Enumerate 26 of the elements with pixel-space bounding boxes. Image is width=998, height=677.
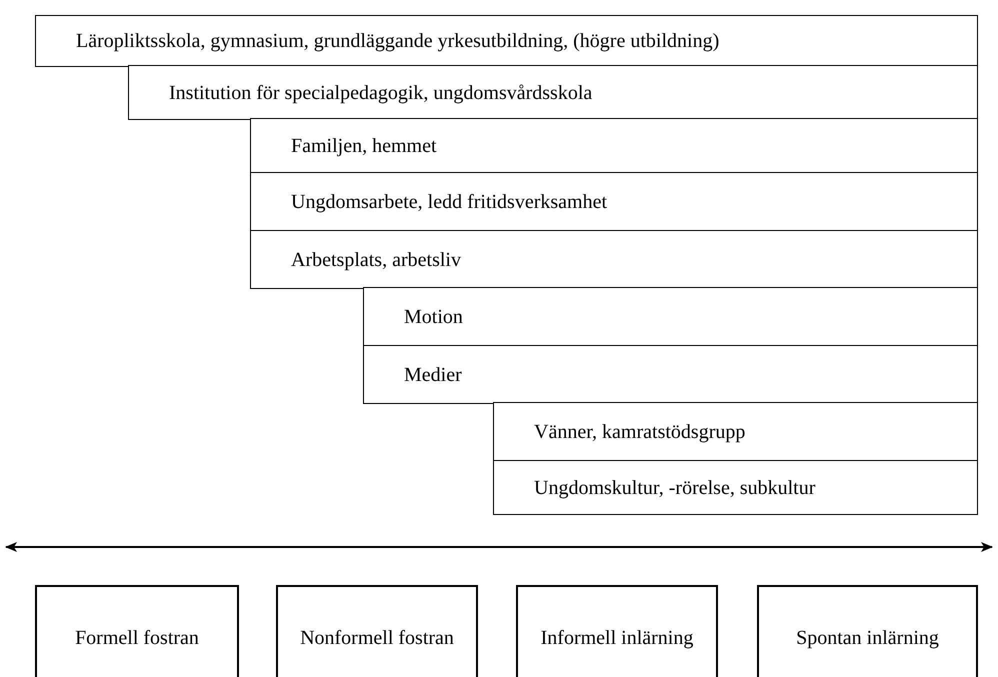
- category-label: Spontan inlärning: [796, 626, 939, 651]
- setting-band: [363, 287, 978, 347]
- setting-band: [250, 230, 978, 289]
- band-label: Familjen, hemmet: [291, 134, 437, 159]
- category-box: [757, 585, 978, 677]
- band-label: Institution för specialpedagogik, ungdomsvårdsskola: [169, 80, 592, 106]
- setting-band: [250, 118, 978, 174]
- band-label: Ungdomsarbete, ledd fritidsverksamhet: [291, 190, 608, 215]
- setting-band: [363, 345, 978, 404]
- category-label: Formell fostran: [75, 626, 199, 651]
- band-label: Motion: [404, 305, 463, 330]
- category-label: Informell inlärning: [540, 626, 694, 651]
- setting-band: [35, 15, 978, 67]
- category-label: Nonformell fostran: [300, 626, 454, 651]
- band-label: Läropliktsskola, gymnasium, grundläggande yrkesutbildning, (högre utbildning): [76, 29, 720, 54]
- category-box: [35, 585, 239, 677]
- category-box: [516, 585, 718, 677]
- category-box: [276, 585, 478, 677]
- band-label: Arbetsplats, arbetsliv: [291, 248, 461, 272]
- band-label: Ungdomskultur, -rörelse, subkultur: [534, 476, 816, 500]
- setting-band: [250, 172, 978, 232]
- setting-band: [128, 65, 978, 120]
- band-label: Vänner, kamratstödsgrupp: [534, 420, 746, 445]
- band-label: Medier: [404, 362, 462, 388]
- setting-band: [493, 460, 978, 515]
- setting-band: [493, 402, 978, 462]
